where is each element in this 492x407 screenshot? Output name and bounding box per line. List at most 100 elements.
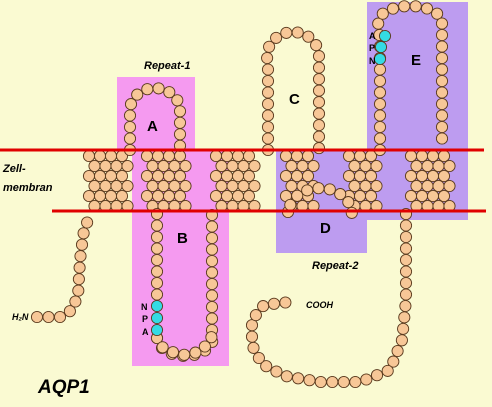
c-terminal-residue	[337, 375, 350, 389]
n-terminal-residue	[30, 310, 44, 324]
tm6-residue	[410, 159, 423, 173]
tm4-residue	[290, 149, 304, 163]
tm3-residue	[209, 189, 223, 203]
loop-e-residue	[386, 2, 400, 15]
loop-b-residue	[205, 266, 219, 279]
loop-b-residue	[205, 312, 219, 325]
tm2-residue	[162, 169, 176, 183]
tm2-residue	[173, 149, 187, 163]
loop-b-residue	[205, 289, 219, 302]
motif-b-a-label: A	[142, 327, 149, 337]
loop-c-residue	[312, 107, 326, 120]
loop-c-residue	[312, 61, 326, 74]
tm3-residue	[242, 169, 256, 183]
motif-e-residue-p	[374, 40, 388, 54]
loop-e-residue	[435, 86, 449, 99]
tm6-residue	[437, 169, 451, 183]
tm2-residue	[173, 189, 187, 203]
tm2-residue	[146, 159, 159, 173]
motif-b-residue-p	[150, 311, 164, 325]
tm5-residue	[342, 169, 356, 183]
tm1-residue	[110, 159, 123, 173]
c-terminal-residue	[387, 355, 400, 368]
n-terminus-label: H₂N	[12, 312, 29, 322]
loop-b-residue	[150, 288, 164, 301]
tm2-residue	[157, 179, 170, 193]
membrane-label-line1: Zell-	[2, 163, 26, 175]
c-terminal-residue	[399, 288, 413, 301]
tm1-residue	[104, 149, 118, 163]
tm5-residue	[348, 159, 361, 173]
c-terminal-residue	[303, 374, 316, 387]
loop-e-residue	[373, 97, 387, 111]
loop-b-residue	[150, 242, 164, 255]
tm3-residue	[209, 169, 223, 183]
tm1-residue	[82, 189, 96, 203]
n-terminal-residue	[72, 284, 85, 297]
tm1-residue	[82, 149, 96, 163]
n-terminal-residue	[72, 273, 85, 286]
tm3-residue	[242, 149, 256, 163]
loop-b-residue	[205, 277, 219, 291]
loop-c-residue	[280, 26, 293, 39]
loop-a-residue	[173, 105, 187, 118]
repeat1-label: Repeat-1	[144, 60, 190, 72]
c-terminal-residue	[398, 311, 411, 324]
npa-motif-residues	[150, 29, 392, 337]
loop-e-label: E	[411, 52, 421, 69]
tm2-residue	[157, 159, 170, 173]
c-terminal-residue	[399, 219, 413, 232]
loop-c-residue	[261, 63, 275, 76]
tm4-residue	[279, 169, 293, 183]
loop-d-residue	[312, 182, 325, 195]
loop-c-residue	[312, 73, 326, 86]
loop-a-residue	[131, 88, 144, 101]
tm2-residue	[173, 169, 187, 183]
loop-b-residue	[150, 219, 164, 232]
motif-b-n-label: N	[141, 302, 148, 312]
loop-d-residue	[334, 188, 347, 201]
loop-c-residue	[263, 40, 276, 53]
loop-a-residue	[163, 86, 176, 99]
c-terminal-residue	[326, 375, 339, 389]
c-terminal-residue	[360, 373, 373, 386]
membrane-label-line2: membran	[3, 182, 53, 194]
tm1-residue	[99, 179, 112, 193]
loop-e-residue	[409, 0, 422, 13]
loop-c-residue	[312, 50, 326, 63]
tm1-residue	[121, 159, 134, 173]
loop-e-residue	[373, 120, 387, 134]
tm4-residue	[279, 149, 293, 163]
tm1-residue	[104, 169, 118, 183]
n-terminal-residue	[53, 310, 67, 324]
tm1-residue	[88, 179, 101, 193]
motif-e-a-label: A	[369, 31, 376, 41]
tm2-residue	[140, 149, 154, 163]
tm2-residue	[162, 189, 176, 203]
tm2-residue	[146, 179, 159, 193]
tm6-residue	[443, 179, 456, 193]
tm2-residue	[162, 149, 176, 163]
loop-e-residue	[373, 109, 387, 122]
c-terminal-residue	[349, 375, 362, 389]
loop-c-residue	[261, 120, 275, 134]
tm4-residue	[290, 169, 304, 183]
tm3-residue	[248, 159, 261, 173]
loop-a-residue	[173, 116, 187, 129]
c-terminal-residue	[267, 297, 281, 310]
c-terminal-residue	[399, 242, 413, 255]
tm5-residue	[364, 169, 378, 183]
n-terminal-residue	[63, 305, 76, 318]
loop-e-residue	[435, 51, 449, 65]
loop-a-residue	[123, 109, 137, 122]
tm4-residue	[307, 159, 320, 173]
tm6-residue	[415, 169, 429, 183]
loop-e-residue	[373, 63, 387, 76]
loop-b-residue	[205, 254, 219, 268]
tm5-residue	[370, 159, 383, 173]
loop-e-residue	[398, 0, 411, 13]
tm3-residue	[231, 189, 245, 203]
loop-c-residue	[291, 26, 304, 39]
tm6-residue	[415, 189, 429, 203]
